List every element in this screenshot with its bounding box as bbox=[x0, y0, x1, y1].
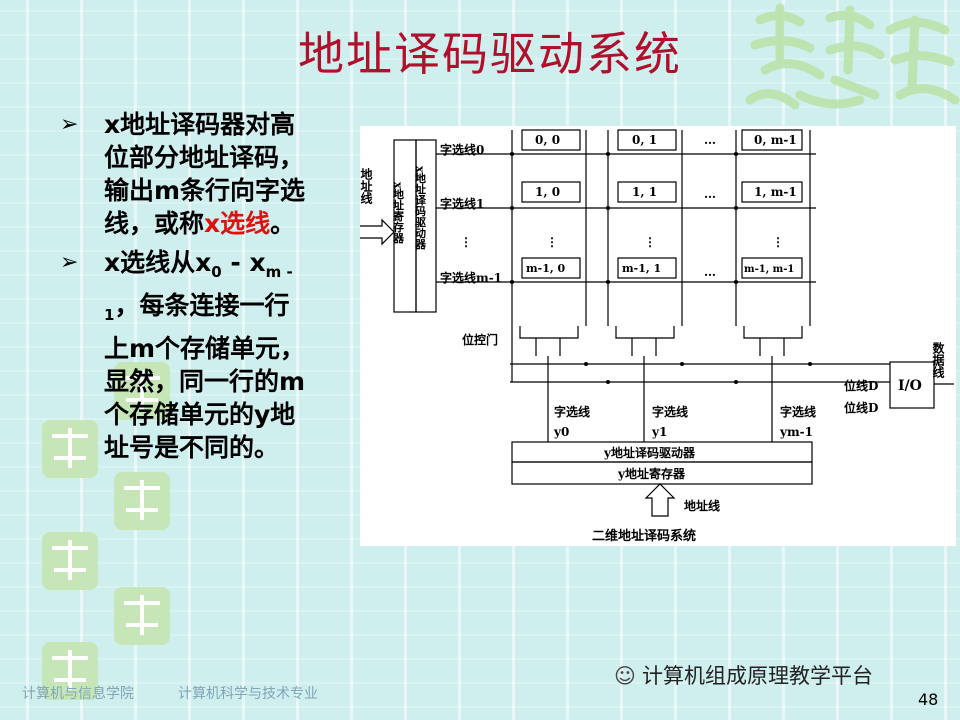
cell-label: 1, 0 bbox=[535, 185, 560, 199]
address-decoder-diagram: 地址线 x地址寄存器 x地址译码驱动器 字选线0 字选线1 字选线m-1 0, … bbox=[360, 126, 956, 546]
bit-line-label: 位线D bbox=[844, 378, 878, 393]
vertical-ellipsis: ⋮ bbox=[772, 235, 784, 249]
cell-label: 1, 1 bbox=[632, 185, 657, 199]
decorative-calligraphy bbox=[745, 3, 960, 110]
arrow-bullet-icon: ➢ bbox=[60, 250, 79, 275]
seal-decoration bbox=[114, 587, 170, 645]
vertical-ellipsis: ⋮ bbox=[460, 235, 472, 249]
cell-label: 1, m-1 bbox=[754, 185, 797, 199]
seal-decoration bbox=[42, 420, 98, 478]
cell-label: m-1, 1 bbox=[622, 262, 661, 275]
cell-label: m-1, 0 bbox=[526, 262, 566, 275]
page-number: 48 bbox=[918, 690, 939, 709]
seal-decoration bbox=[114, 472, 170, 530]
bullet-text: x选线从x bbox=[104, 248, 212, 277]
cell-label: m-1, m-1 bbox=[744, 264, 794, 275]
ellipsis: … bbox=[704, 265, 716, 279]
bit-gate-label: 位控门 bbox=[462, 332, 498, 347]
cell-label: 0, 0 bbox=[535, 133, 560, 147]
y-driver-label: y地址译码驱动器 bbox=[603, 445, 696, 460]
seal-decoration bbox=[42, 642, 98, 700]
bottom-address-label: 地址线 bbox=[684, 498, 720, 513]
subscript: 0 bbox=[211, 263, 222, 281]
bullet-highlight: x选线 bbox=[204, 209, 271, 238]
y-select-label: 字选线 bbox=[554, 404, 590, 419]
bullet-item: ➢ x地址译码器对高位部分地址译码，输出m条行向字选线，或称x选线。 bbox=[60, 108, 310, 240]
bullet-text-end: 。 bbox=[270, 209, 296, 238]
x-driver-label: x地址译码驱动器 bbox=[414, 166, 428, 250]
ellipsis: … bbox=[704, 133, 716, 147]
diagram-svg: 地址线 x地址寄存器 x地址译码驱动器 字选线0 字选线1 字选线m-1 0, … bbox=[360, 129, 954, 544]
x-register-label: x地址寄存器 bbox=[392, 182, 406, 244]
word-line-label: 字选线1 bbox=[440, 196, 484, 211]
subscript: m - 1 bbox=[104, 263, 293, 324]
bullet-item: ➢ x选线从x0 - xm - 1，每条连接一行上m个存储单元，显然，同一行的m… bbox=[60, 246, 310, 464]
vertical-ellipsis: ⋮ bbox=[644, 235, 656, 249]
arrow-bullet-icon: ➢ bbox=[60, 112, 79, 137]
data-line-label: 数据线 bbox=[931, 341, 945, 379]
y-select-label: 字选线 bbox=[652, 404, 688, 419]
bit-line-label: 位线D bbox=[844, 400, 878, 415]
wechat-label: 计算机组成原理教学平台 bbox=[642, 664, 873, 688]
wechat-account: ☺计算机组成原理教学平台 bbox=[614, 660, 873, 690]
y-subscript: ym-1 bbox=[779, 425, 813, 439]
bullet-text: x地址译码器对高位部分地址译码，输出m条行向字选线，或称 bbox=[104, 110, 306, 238]
page-title: 地址译码驱动系统 bbox=[298, 27, 682, 81]
bullet-text: - x bbox=[221, 248, 266, 277]
bullet-list: ➢ x地址译码器对高位部分地址译码，输出m条行向字选线，或称x选线。 ➢ x选线… bbox=[60, 108, 310, 470]
y-select-label: 字选线 bbox=[780, 404, 816, 419]
cell-label: 0, 1 bbox=[632, 133, 657, 147]
seal-decoration bbox=[42, 532, 98, 590]
ellipsis: … bbox=[704, 187, 716, 201]
left-address-label: 地址线 bbox=[360, 167, 373, 205]
y-subscript: y1 bbox=[651, 425, 667, 439]
y-subscript: y0 bbox=[553, 425, 569, 439]
bullet-text-end: ，每条连接一行上m个存储单元，显然，同一行的m个存储单元的y地址号是不同的。 bbox=[104, 291, 306, 462]
vertical-ellipsis: ⋮ bbox=[546, 235, 558, 249]
footer-major: 计算机科学与技术专业 bbox=[178, 686, 318, 702]
footer-school: 计算机与信息学院 bbox=[22, 686, 134, 702]
diagram-caption: 二维地址译码系统 bbox=[592, 528, 696, 544]
word-line-label: 字选线m-1 bbox=[440, 270, 502, 285]
y-register-label: y地址寄存器 bbox=[617, 466, 686, 481]
wechat-icon: ☺ bbox=[614, 664, 636, 688]
io-label: I/O bbox=[898, 378, 922, 394]
seal-decoration bbox=[114, 362, 170, 420]
input-arrow bbox=[360, 218, 395, 246]
cell-label: 0, m-1 bbox=[754, 133, 797, 147]
word-line-label: 字选线0 bbox=[440, 142, 484, 157]
x-driver-box bbox=[415, 139, 437, 313]
